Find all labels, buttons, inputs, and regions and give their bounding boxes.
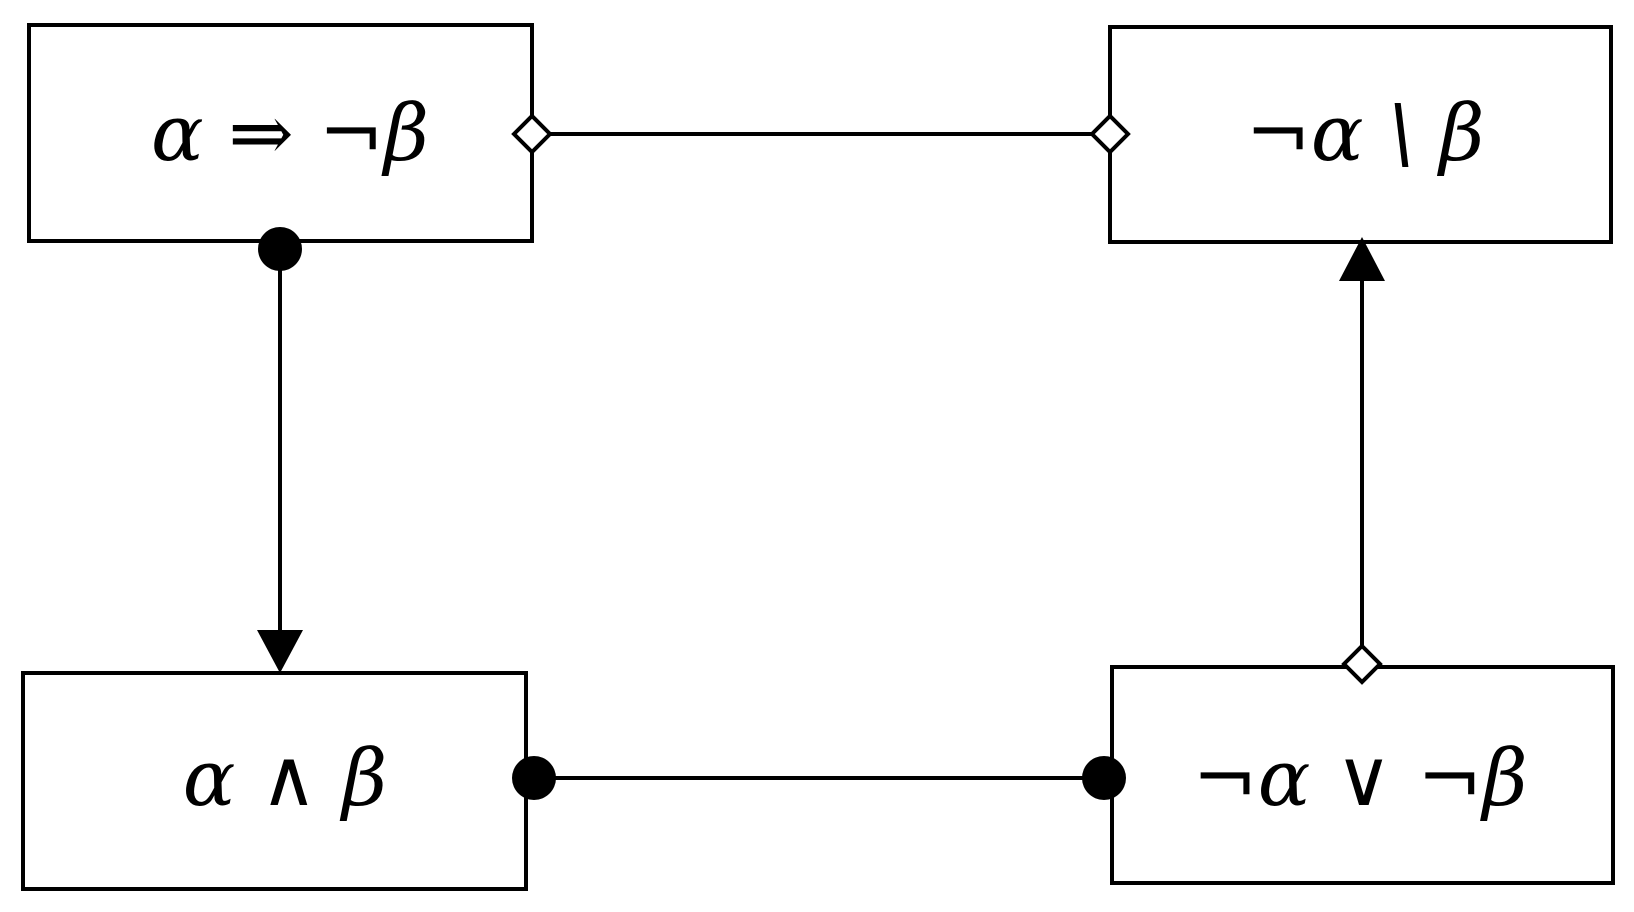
filled-circle-icon [258,227,302,271]
hollow-diamond-icon [1341,643,1383,685]
node-top-right-box [1108,25,1613,244]
node-top-left-box [27,23,534,243]
edge-bottom-right-to-top-right [1339,237,1385,685]
filled-circle-icon [1082,756,1126,800]
filled-circle-icon [512,756,556,800]
node-top-right-label: ¬α \ β [1246,89,1485,179]
filled-arrow-icon [1339,237,1385,281]
node-bottom-left-box [21,671,528,891]
node-bottom-right-label: ¬α ∨ ¬β [1192,734,1527,824]
node-top-left-label: α ⇒ ¬β [151,89,429,179]
node-top-left: α ⇒ ¬β [27,23,534,243]
node-bottom-left-label: α ∧ β [183,734,387,824]
node-bottom-right-box [1110,665,1615,885]
hollow-diamond-icon [1089,113,1131,155]
edge-top-left-to-top-right [511,113,1131,155]
node-bottom-right: ¬α ∨ ¬β [1110,665,1615,885]
node-top-right: ¬α \ β [1108,25,1613,244]
edge-top-left-to-bottom-left [257,227,303,673]
hollow-diamond-icon [511,113,553,155]
filled-arrow-icon [257,630,303,673]
node-bottom-left: α ∧ β [21,671,528,891]
edge-bottom-left-to-bottom-right [512,756,1126,800]
